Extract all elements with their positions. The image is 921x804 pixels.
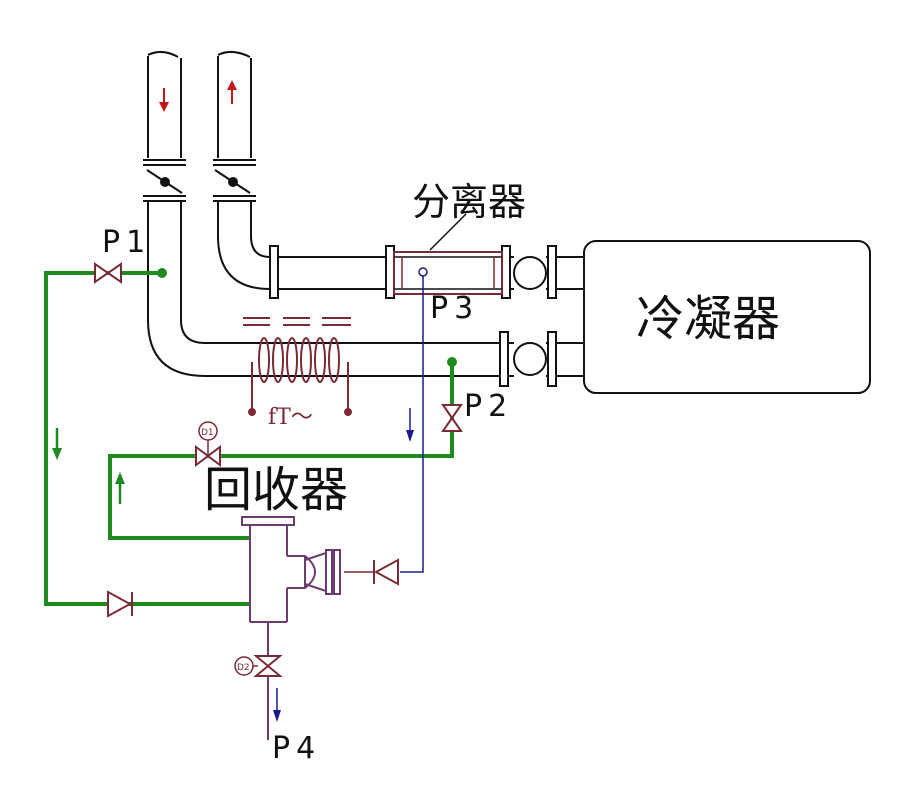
p1-label: P1 — [102, 225, 151, 260]
flow-arrow-icon — [52, 428, 62, 460]
check-valve-icon — [344, 558, 399, 586]
flow-arrow-icon — [115, 472, 125, 504]
flow-arrow-icon — [159, 88, 169, 112]
gate-valve-icon[interactable] — [234, 655, 283, 677]
flow-arrow-icon — [406, 408, 414, 442]
heater-label: fT～ — [268, 405, 313, 430]
heating-coil-icon — [243, 317, 352, 416]
blue-return-line — [400, 276, 424, 573]
lower-pipe — [147, 202, 584, 387]
p2-label: P2 — [464, 389, 513, 424]
gate-valve-icon[interactable] — [195, 421, 221, 467]
condenser — [583, 240, 871, 394]
gate-valve-icon[interactable] — [94, 262, 122, 284]
recovery-label: 回收器 — [204, 462, 348, 518]
butterfly-damper-icon — [146, 169, 183, 194]
inlet-duct — [143, 51, 186, 202]
p3-label: P3 — [430, 291, 479, 326]
d1-label: D1 — [201, 428, 214, 438]
p4-label: P4 — [272, 731, 321, 766]
condenser-label: 冷凝器 — [636, 291, 780, 347]
outlet-duct — [213, 51, 256, 202]
tap-point — [157, 268, 167, 278]
separator-label: 分离器 — [412, 180, 526, 224]
separator — [393, 213, 503, 295]
gate-valve-icon[interactable] — [441, 404, 463, 432]
recovery-vessel — [241, 516, 341, 660]
butterfly-damper-icon — [214, 169, 251, 194]
upper-pipe — [217, 202, 584, 299]
drain-line — [267, 676, 281, 740]
tap-point — [447, 357, 457, 367]
flow-arrow-icon — [227, 80, 237, 104]
d2-label: D2 — [237, 663, 250, 673]
check-valve-icon — [107, 590, 133, 618]
